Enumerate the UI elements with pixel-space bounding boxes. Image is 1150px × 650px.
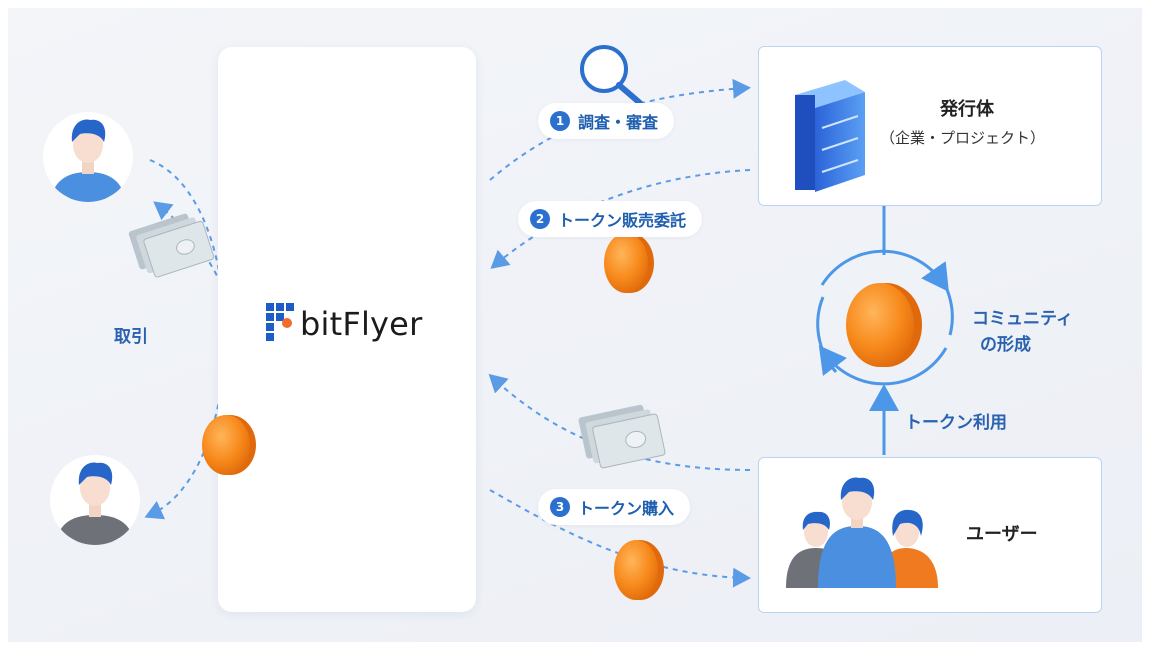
- step3-label: トークン購入: [578, 499, 675, 518]
- coin-icon-left: [202, 415, 256, 475]
- coin-icon-step2: [604, 233, 654, 293]
- coin-icon-step3: [614, 540, 664, 600]
- step2-label: トークン販売委託: [558, 211, 687, 230]
- banknote-icon-right: [578, 404, 666, 469]
- step1-label: 調査・審査: [578, 113, 659, 132]
- step2-number: 2: [530, 209, 550, 229]
- community-label-line1: コミュニティ: [972, 309, 1073, 329]
- step3-badge: 3 トークン購入: [538, 489, 691, 525]
- users-title: ユーザー: [966, 524, 1038, 545]
- step3-number: 3: [550, 497, 570, 517]
- cycle-arc-bottom: [818, 345, 948, 386]
- issuer-title: 発行体: [940, 99, 994, 120]
- cycle-arc-right: [933, 269, 954, 336]
- person-bottom-icon: [50, 455, 140, 545]
- trade-label: 取引: [114, 327, 148, 347]
- person-top-icon: [43, 112, 133, 202]
- payment-arrow: [488, 373, 751, 471]
- issuer-subtitle: （企業・プロジェクト）: [880, 129, 1046, 147]
- bitflyer-logo-icon: [266, 303, 294, 341]
- token-use-label: トークン利用: [905, 413, 1007, 433]
- platform-name: bitFlyer: [300, 305, 423, 343]
- platform-card: [218, 47, 476, 612]
- step2-badge: 2 トークン販売委託: [518, 201, 703, 237]
- cycle-arc-top: [820, 249, 949, 292]
- banknote-icon-left: [128, 213, 215, 278]
- coin-icon-community: [846, 283, 922, 367]
- step3-arrow: [489, 489, 751, 588]
- community-label-line2: の形成: [980, 335, 1031, 355]
- server-icon: [795, 80, 865, 192]
- step2-arrow: [490, 169, 751, 269]
- step1-number: 1: [550, 111, 570, 131]
- cycle-arc-left: [816, 296, 838, 373]
- magnifier-icon: [580, 45, 643, 106]
- users-group-icon: [786, 477, 938, 588]
- step1-badge: 1 調査・審査: [538, 103, 675, 139]
